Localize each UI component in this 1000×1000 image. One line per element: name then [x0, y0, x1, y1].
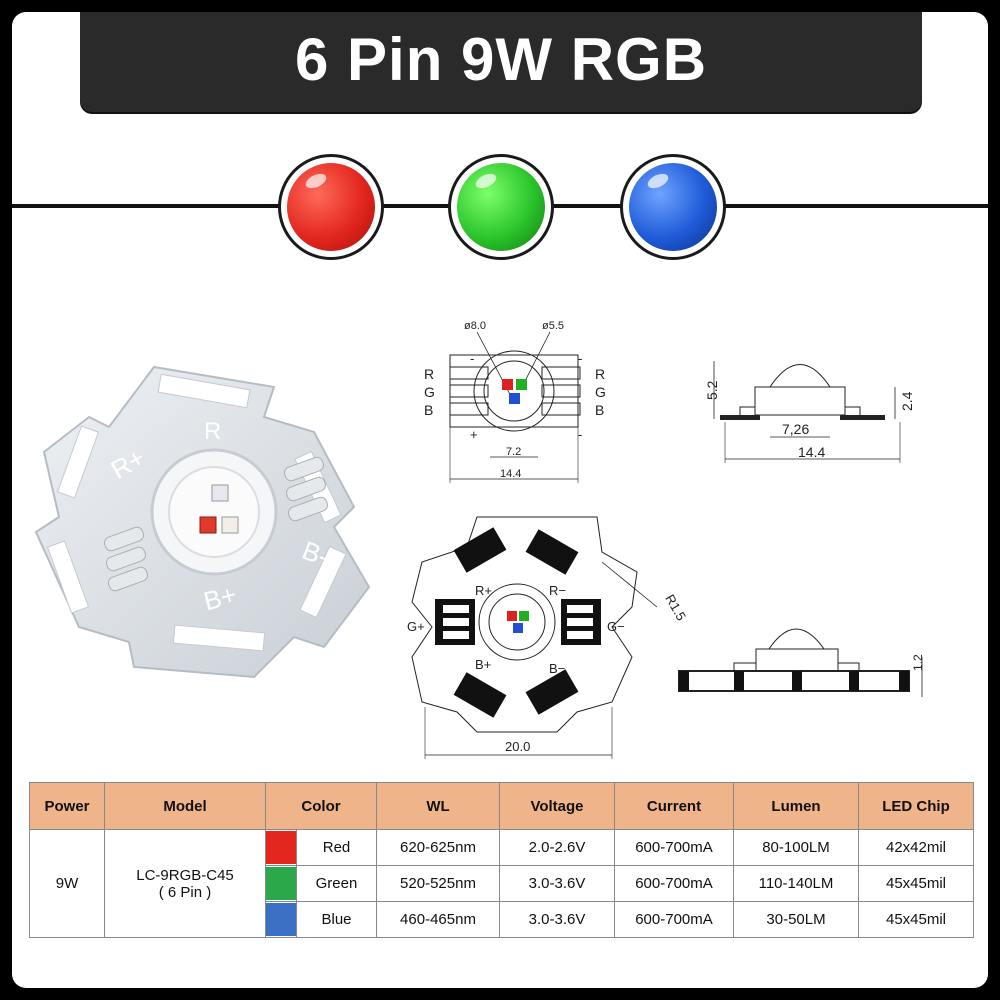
title-banner: 6 Pin 9W RGB: [80, 12, 922, 112]
cell-current: 600-700mA: [614, 865, 734, 902]
table-row: Blue 460-465nm 3.0-3.6V 600-700mA 30-50L…: [30, 901, 974, 938]
chip-red: [199, 516, 217, 534]
cell-chip: 42x42mil: [858, 829, 974, 866]
header-wl: WL: [376, 782, 500, 830]
lens: [168, 466, 260, 558]
blue-led-icon: [620, 154, 726, 260]
label-r-minus: R−: [549, 583, 566, 598]
cell-voltage: 3.0-3.6V: [499, 901, 615, 938]
right-pin-b: B: [595, 402, 604, 418]
minus-sign: -: [578, 427, 582, 442]
dim-h2: 2.4: [899, 391, 915, 411]
model-line-1: LC-9RGB-C45: [136, 866, 234, 884]
star-board-drawing: R+ R− G+ G− B+ B− R1.5 20.0: [407, 516, 689, 759]
chip-blue: [509, 393, 520, 404]
label-b-minus: B−: [549, 661, 565, 676]
dim-h1: 5.2: [704, 380, 720, 400]
dim-w1: 7.2: [506, 446, 521, 458]
cell-wl: 520-525nm: [376, 865, 500, 902]
left-pin-g: G: [424, 384, 435, 400]
side-view-drawing-2: 1.2: [678, 628, 925, 697]
chip-red: [502, 379, 513, 390]
cell-current: 600-700mA: [614, 829, 734, 866]
dim-w1: 7,26: [782, 421, 809, 437]
label-b-plus: B+: [475, 657, 491, 672]
dim-d1: ø8.0: [464, 320, 486, 332]
table-row: 9W LC-9RGB-C45 ( 6 Pin ) Red 620-625nm 2…: [29, 829, 974, 938]
cell-color: Blue: [296, 901, 377, 938]
header-lumen: Lumen: [733, 782, 859, 830]
chip-red: [507, 611, 517, 621]
label-r-plus: R+: [475, 583, 492, 598]
cell-lumen: 30-50LM: [733, 901, 859, 938]
label-g-plus: G+: [407, 619, 425, 634]
cell-lumen: 110-140LM: [733, 865, 859, 902]
red-led-icon: [278, 154, 384, 260]
side-view-drawing: 5.2 2.4 7,26 14.4: [704, 361, 915, 463]
cell-color: Green: [296, 865, 377, 902]
color-swatch-blue: [265, 901, 297, 938]
cell-power: 9W: [29, 829, 105, 938]
cell-voltage: 2.0-2.6V: [499, 829, 615, 866]
page-title: 6 Pin 9W RGB: [294, 26, 708, 93]
header-voltage: Voltage: [499, 782, 615, 830]
pad: [299, 545, 347, 619]
header-led-chip: LED Chip: [858, 782, 974, 830]
chip-green: [221, 516, 239, 534]
green-led-icon: [448, 154, 554, 260]
dim-d2: ø5.5: [542, 320, 564, 332]
minus-sign: -: [578, 351, 582, 366]
chip-green: [516, 379, 527, 390]
pad: [157, 373, 251, 409]
plus-sign: +: [470, 427, 478, 442]
product-card: 6 Pin 9W RGB: [12, 12, 988, 988]
left-pin-b: B: [424, 402, 433, 418]
chip-green: [519, 611, 529, 621]
label-r: R: [204, 418, 221, 445]
dim-w2: 14.4: [798, 444, 825, 460]
cell-model: LC-9RGB-C45 ( 6 Pin ): [104, 829, 266, 938]
cell-color: Red: [296, 829, 377, 866]
right-pin-r: R: [595, 366, 605, 382]
minus-sign: -: [470, 351, 474, 366]
header-model: Model: [104, 782, 266, 830]
dim-h: 1.2: [911, 654, 925, 671]
chip-blue: [211, 484, 229, 502]
table-row: Green 520-525nm 3.0-3.6V 600-700mA 110-1…: [30, 865, 974, 902]
spec-table: Power Model Color WL Voltage Current Lum…: [29, 782, 974, 938]
dim-width: 20.0: [505, 739, 530, 754]
pad: [56, 425, 100, 499]
color-swatch-red: [265, 829, 297, 866]
cell-voltage: 3.0-3.6V: [499, 865, 615, 902]
label-g-minus: G−: [607, 619, 625, 634]
table-header-row: Power Model Color WL Voltage Current Lum…: [29, 782, 974, 830]
cell-current: 600-700mA: [614, 901, 734, 938]
cell-wl: 460-465nm: [376, 901, 500, 938]
cell-lumen: 80-100LM: [733, 829, 859, 866]
right-pin-g: G: [595, 384, 606, 400]
top-view-drawing: ø8.0 ø5.5 R G B R G B - + - - 7.2 14.4: [424, 320, 606, 483]
color-swatch-green: [265, 865, 297, 902]
cell-wl: 620-625nm: [376, 829, 500, 866]
cell-chip: 45x45mil: [858, 865, 974, 902]
pin-leads: [104, 456, 328, 592]
chip-blue: [513, 623, 523, 633]
header-current: Current: [614, 782, 734, 830]
header-power: Power: [29, 782, 105, 830]
led-star-photo: R+ R B- B+: [34, 365, 371, 679]
left-pin-r: R: [424, 366, 434, 382]
header-color: Color: [265, 782, 377, 830]
pad: [46, 540, 90, 614]
model-line-2: ( 6 Pin ): [158, 883, 212, 901]
cell-chip: 45x45mil: [858, 901, 974, 938]
pad: [172, 624, 266, 652]
dim-w2: 14.4: [500, 468, 521, 480]
